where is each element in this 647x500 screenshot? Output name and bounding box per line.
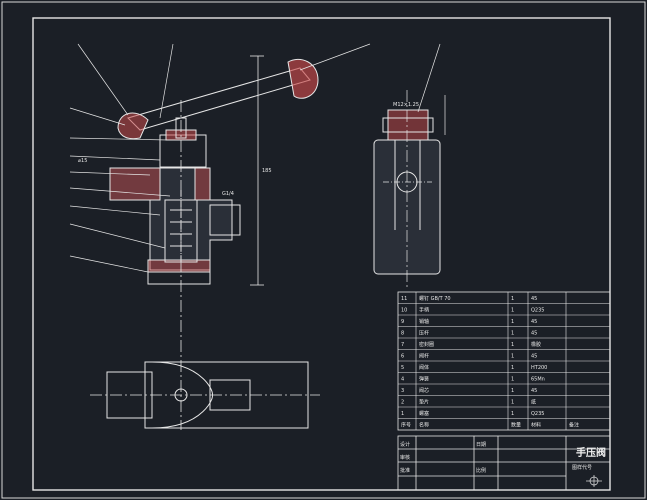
bom-row-no: 7: [401, 342, 404, 348]
bom-row-no: 2: [401, 400, 404, 406]
bom-row-material: Q235: [531, 411, 544, 417]
drawing-title: 手压阀: [576, 446, 606, 459]
side-view: [373, 43, 446, 290]
outlet-port: [209, 204, 241, 236]
bom-row-no: 1: [401, 411, 404, 417]
handle-grip: [287, 58, 319, 99]
leader-lines: [69, 43, 371, 273]
tb-designer: 设计: [400, 441, 410, 448]
tb-approver: 批准: [400, 467, 410, 474]
bom-row-name: 手柄: [419, 307, 429, 314]
inner-border: [32, 17, 611, 491]
bom-row-no: 4: [401, 377, 404, 383]
bom-row-material: HT200: [531, 365, 547, 371]
bom-row-no: 6: [401, 354, 404, 360]
side-leader: [417, 43, 441, 113]
side-slot: [394, 140, 421, 230]
bom-row-material: 45: [531, 296, 537, 302]
bom-header-material: 材料: [531, 422, 541, 429]
bom-header-qty: 数量: [511, 422, 521, 429]
bom-row-qty: 1: [511, 319, 514, 325]
bom-row-qty: 1: [511, 365, 514, 371]
bom-row-name: 销轴: [419, 318, 429, 325]
bom-row-no: 11: [401, 296, 407, 302]
bom-row-material: 65Mn: [531, 377, 545, 383]
bom-row-name: 阀芯: [419, 387, 429, 394]
bom-row-qty: 1: [511, 331, 514, 337]
bom-row-name: 螺塞: [419, 410, 429, 417]
bom-row-name: 密封圈: [419, 341, 434, 348]
body-hatch-right: [194, 167, 211, 201]
bom-row-name: 阀杆: [419, 353, 429, 360]
bom-row-name: 压杆: [419, 330, 429, 337]
bom-row-name: 螺钉 GB/T 70: [419, 295, 451, 302]
bom-row-name: 弹簧: [419, 376, 429, 383]
bom-row-no: 5: [401, 365, 404, 371]
bom-row-material: 45: [531, 331, 537, 337]
tb-drawing-no: 图样代号: [572, 464, 592, 471]
bom-row-material: 45: [531, 319, 537, 325]
title-block: [397, 435, 611, 491]
bom-row-material: 纸: [531, 399, 536, 406]
label-thread: G1/4: [222, 191, 234, 197]
bom-row-qty: 1: [511, 411, 514, 417]
pivot-hatch: [117, 112, 149, 140]
bom-row-no: 8: [401, 331, 404, 337]
stem-top: [175, 117, 187, 139]
bom-header-name: 名称: [419, 422, 429, 429]
bom-row-name: 阀体: [419, 364, 429, 371]
bom-header-note: 备注: [569, 422, 579, 429]
bom-row-no: 10: [401, 308, 407, 314]
bom-row-qty: 1: [511, 296, 514, 302]
label-height: 185: [262, 168, 272, 174]
bom-row-material: 45: [531, 354, 537, 360]
handle-lever: [127, 67, 311, 131]
bottom-plug: [147, 271, 211, 285]
tb-checker: 审核: [400, 454, 410, 461]
bom-header-no: 序号: [401, 422, 411, 429]
bom-row-qty: 1: [511, 377, 514, 383]
bom-row-qty: 1: [511, 308, 514, 314]
bom-row-material: 橡胶: [531, 341, 541, 348]
tb-scale: 比例: [476, 467, 486, 474]
bom-row-qty: 1: [511, 400, 514, 406]
tb-date: 日期: [476, 442, 486, 448]
bom-row-qty: 1: [511, 342, 514, 348]
body-hatch-left: [109, 167, 161, 201]
top-view: [90, 361, 320, 429]
bom-row-name: 垫片: [419, 399, 429, 406]
side-pin: [382, 117, 434, 133]
front-view: [69, 43, 371, 430]
label-side-top: M12×1.25: [393, 102, 419, 108]
projection-symbol: [586, 475, 602, 487]
bom-row-no: 9: [401, 319, 404, 325]
bom-row-material: 45: [531, 388, 537, 394]
bom-row-material: Q235: [531, 308, 544, 314]
bom-row-qty: 1: [511, 388, 514, 394]
bom-row-qty: 1: [511, 354, 514, 360]
label-dia: ⌀15: [78, 158, 87, 164]
side-top-hatch: [387, 109, 429, 141]
bom-row-no: 3: [401, 388, 404, 394]
